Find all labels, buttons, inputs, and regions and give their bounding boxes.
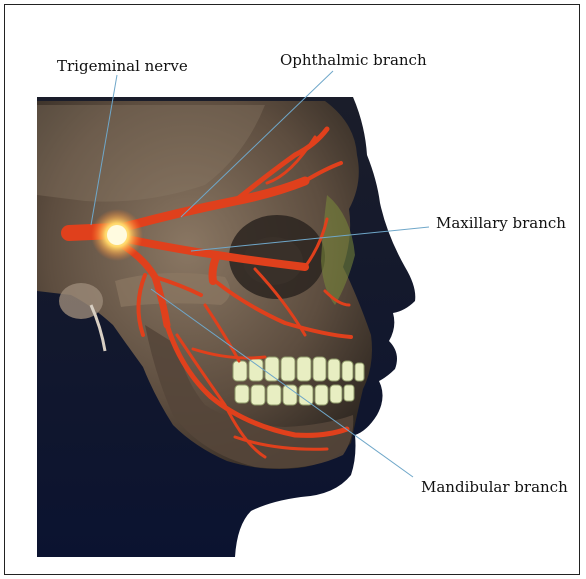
label-maxillary-branch: Maxillary branch — [436, 216, 566, 231]
label-mandibular-branch: Mandibular branch — [421, 480, 568, 495]
label-ophthalmic-branch: Ophthalmic branch — [280, 53, 427, 68]
label-trigeminal-nerve: Trigeminal nerve — [57, 59, 188, 74]
figure-frame: Trigeminal nerve Ophthalmic branch Maxil… — [4, 4, 580, 575]
